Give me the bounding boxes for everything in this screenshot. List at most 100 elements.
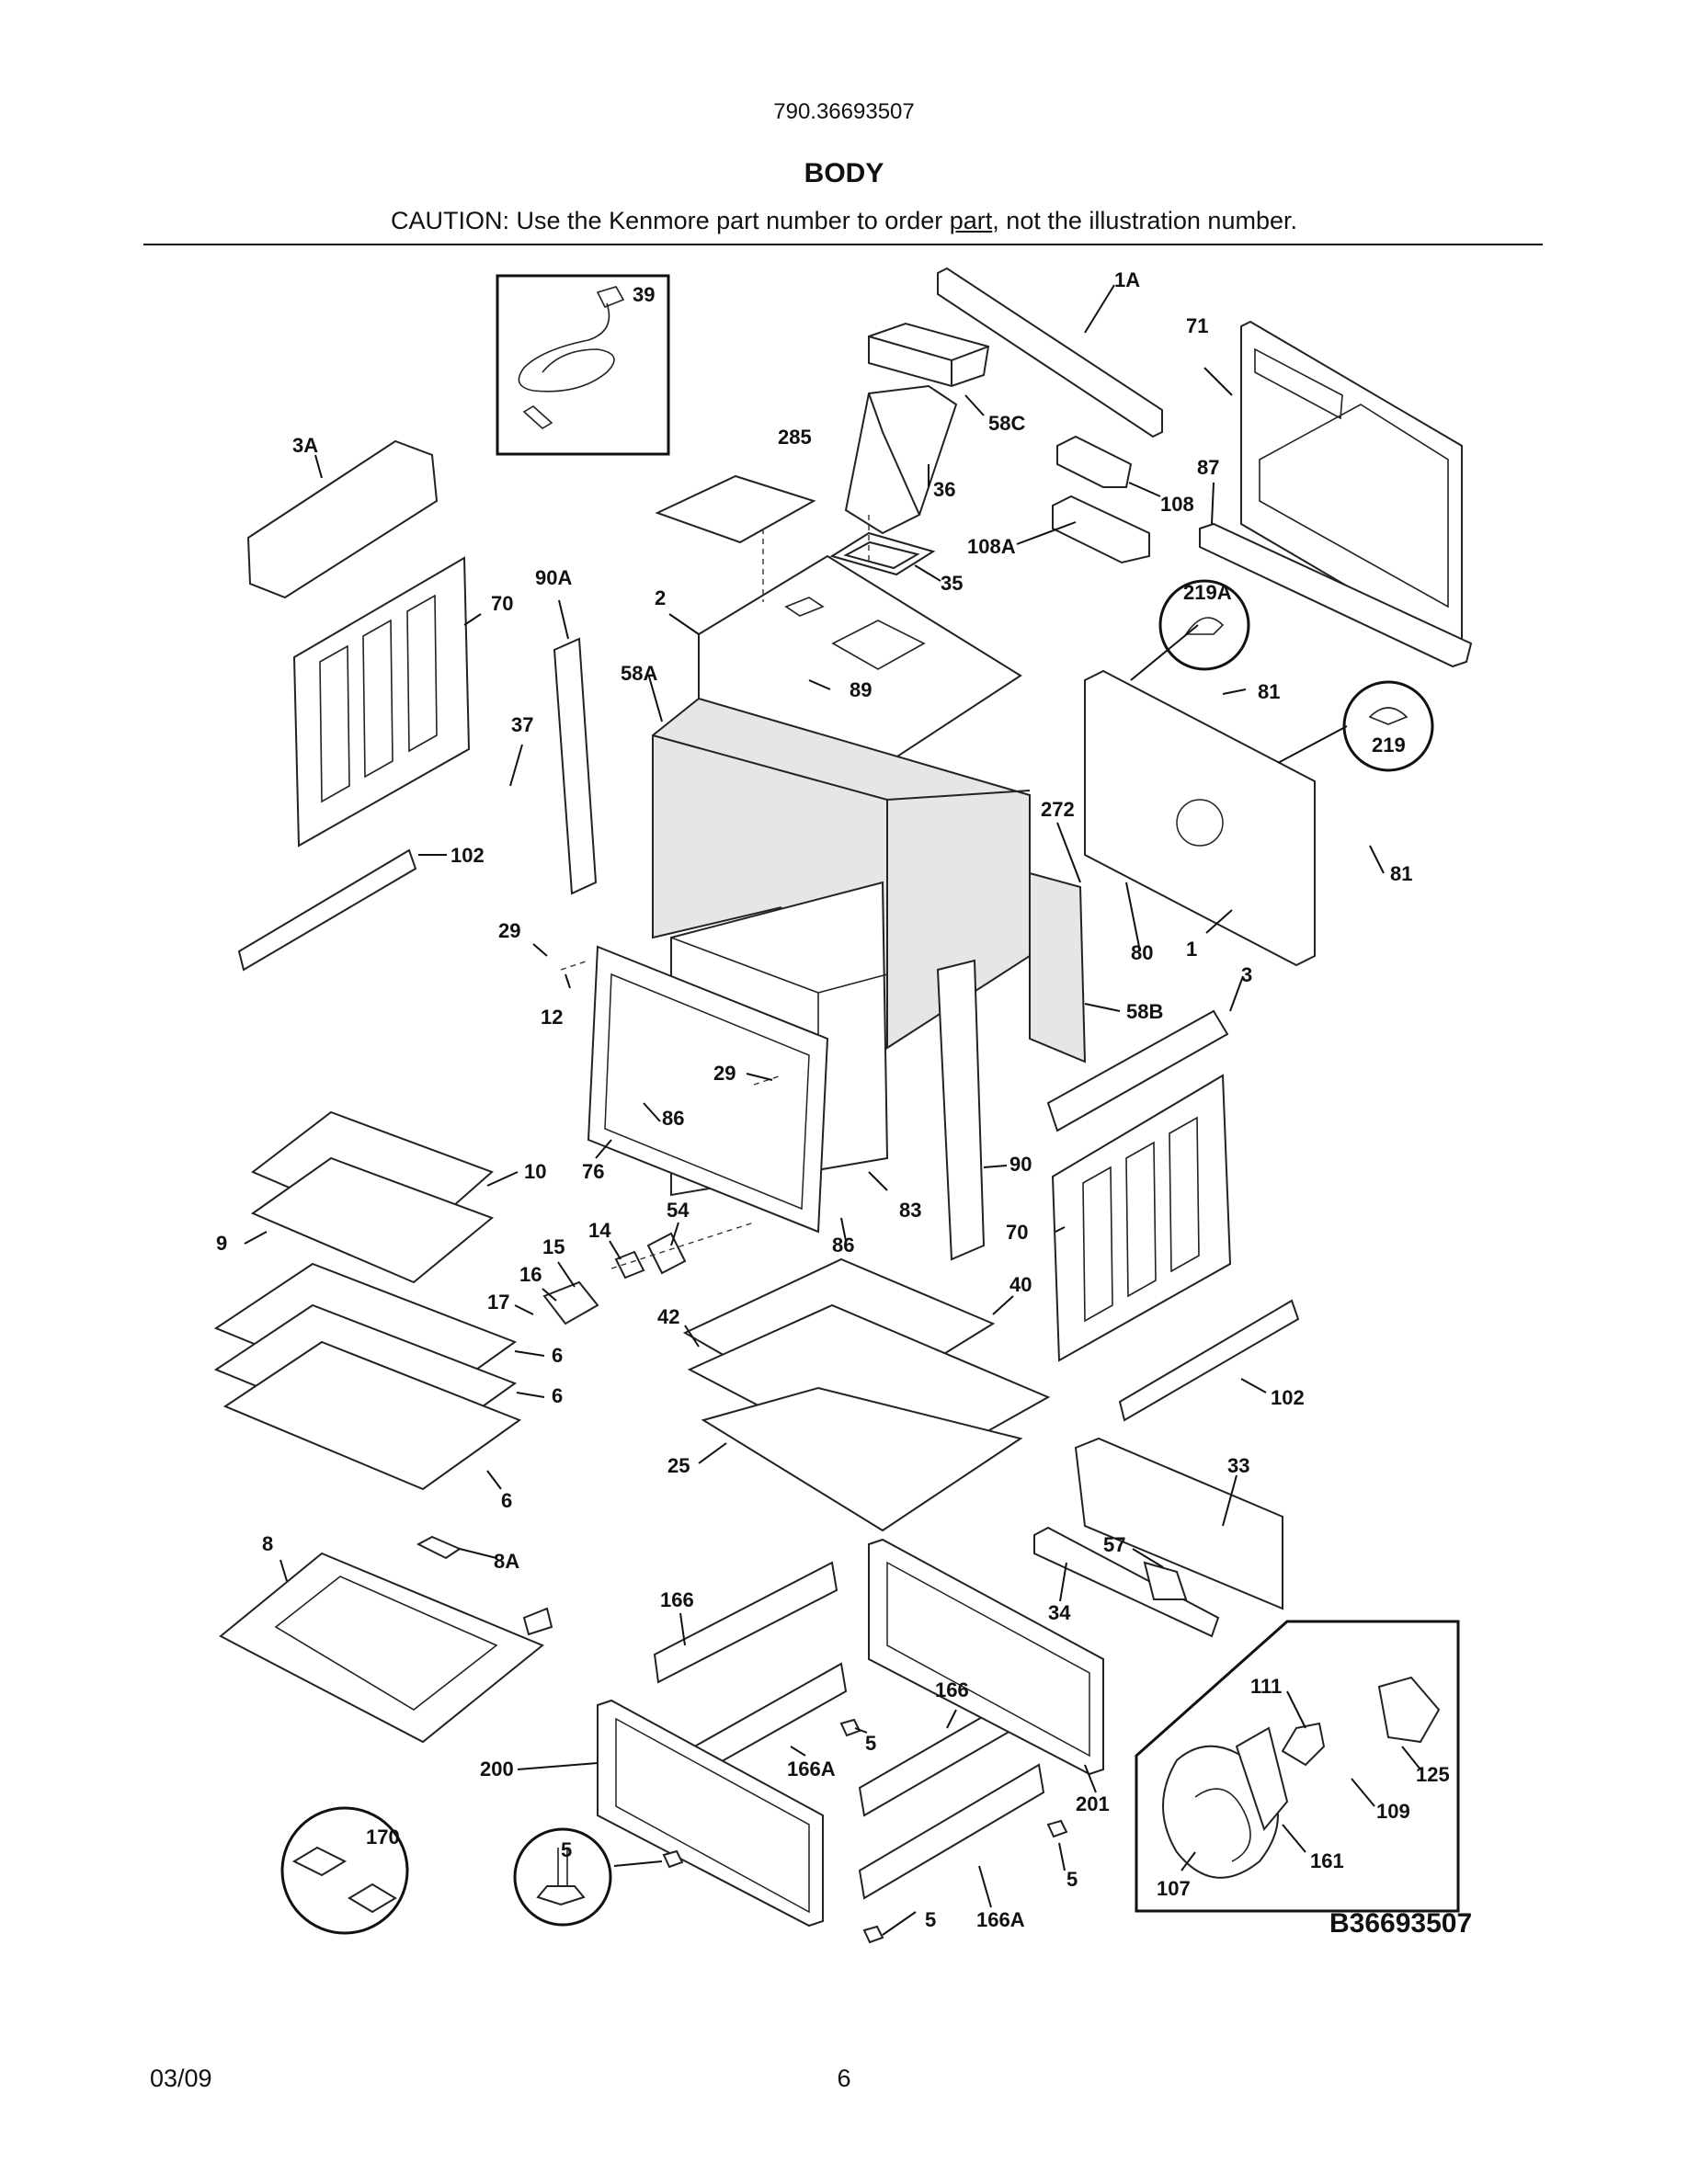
part-87-bracket bbox=[1199, 522, 1473, 668]
inset-5-leveling-leg bbox=[513, 1827, 612, 1927]
callout-3A: 3A bbox=[292, 434, 318, 457]
assembly-guide-lines bbox=[560, 515, 870, 1269]
footer-date: 03/09 bbox=[150, 2065, 212, 2092]
inset-219A-thermostat bbox=[1158, 579, 1250, 671]
part-25-cover bbox=[701, 1386, 1023, 1532]
callout-29-lower: 29 bbox=[713, 1062, 736, 1085]
part-8-drawer-pan bbox=[219, 1552, 544, 1744]
callout-108: 108 bbox=[1160, 493, 1194, 516]
callout-90A: 90A bbox=[535, 566, 572, 589]
callout-6-middle: 6 bbox=[552, 1384, 563, 1407]
callout-107: 107 bbox=[1157, 1877, 1191, 1900]
callout-87: 87 bbox=[1197, 456, 1219, 479]
part-70-side-panel-right bbox=[1051, 1074, 1232, 1362]
callout-6-bottom: 6 bbox=[501, 1489, 512, 1512]
caution-underlined-word: part bbox=[949, 207, 993, 234]
callout-6-top: 6 bbox=[552, 1344, 563, 1367]
callout-58A: 58A bbox=[621, 662, 657, 685]
callout-1: 1 bbox=[1186, 938, 1197, 961]
inset-39-power-cord bbox=[496, 274, 670, 456]
model-number: 790.36693507 bbox=[773, 99, 915, 124]
section-title: BODY bbox=[804, 158, 884, 188]
part-9-broil-pan bbox=[250, 1156, 494, 1284]
callout-16: 16 bbox=[519, 1263, 542, 1286]
part-166A-drawer-rail-right bbox=[858, 1763, 1045, 1900]
part-102-rail-left bbox=[237, 848, 417, 972]
callout-8: 8 bbox=[262, 1532, 273, 1555]
callout-71: 71 bbox=[1186, 314, 1208, 337]
callout-76: 76 bbox=[582, 1160, 604, 1183]
callout-25: 25 bbox=[667, 1454, 690, 1477]
callout-5-inset: 5 bbox=[561, 1838, 572, 1861]
callout-108A: 108A bbox=[967, 535, 1016, 558]
part-58C-insulation-block bbox=[868, 322, 990, 388]
inset-convection-fan-assembly bbox=[1135, 1620, 1460, 1913]
callout-40: 40 bbox=[1009, 1273, 1032, 1296]
callout-5-upper: 5 bbox=[865, 1732, 876, 1755]
callout-70-right: 70 bbox=[1006, 1221, 1028, 1244]
part-36-flue-duct bbox=[844, 384, 958, 535]
part-5-leveling-legs bbox=[662, 1718, 1068, 1944]
callout-9: 9 bbox=[216, 1232, 227, 1255]
part-35-gasket bbox=[829, 531, 936, 576]
part-54-light-housing bbox=[646, 1232, 687, 1275]
callout-leaders bbox=[244, 284, 1421, 1936]
callout-219A: 219A bbox=[1183, 581, 1232, 604]
part-33-back-bracket bbox=[1074, 1437, 1283, 1610]
callout-219: 219 bbox=[1372, 734, 1406, 756]
callout-200: 200 bbox=[480, 1757, 514, 1780]
callout-29-upper: 29 bbox=[498, 919, 520, 942]
callout-33: 33 bbox=[1227, 1454, 1249, 1477]
part-166-drawer-rail-left bbox=[653, 1561, 838, 1684]
callout-3: 3 bbox=[1241, 963, 1252, 986]
callout-111: 111 bbox=[1250, 1675, 1282, 1698]
callout-109: 109 bbox=[1376, 1800, 1410, 1823]
callout-5-right: 5 bbox=[1066, 1868, 1078, 1891]
callout-57: 57 bbox=[1103, 1533, 1125, 1556]
callout-8A: 8A bbox=[494, 1550, 519, 1573]
callout-102-left: 102 bbox=[451, 844, 485, 867]
callout-58C: 58C bbox=[988, 412, 1025, 435]
callout-166-right: 166 bbox=[935, 1678, 969, 1701]
part-108A-bracket bbox=[1052, 495, 1150, 564]
part-34-kick-bracket bbox=[1033, 1526, 1220, 1638]
part-108-fan-motor bbox=[1056, 435, 1133, 488]
callout-201: 201 bbox=[1076, 1792, 1110, 1815]
part-14-light-socket bbox=[614, 1250, 645, 1280]
caution-text-end: , not the illustration number. bbox=[992, 207, 1297, 234]
callout-42: 42 bbox=[657, 1305, 679, 1328]
callout-125: 125 bbox=[1416, 1763, 1450, 1786]
callout-54: 54 bbox=[667, 1199, 690, 1222]
part-2-cooktop-support bbox=[698, 554, 1022, 774]
part-58B-side-insulation bbox=[1029, 871, 1087, 1064]
inset-219-thermostat bbox=[1342, 680, 1434, 772]
callout-285: 285 bbox=[778, 426, 812, 449]
callout-89: 89 bbox=[850, 678, 872, 701]
callout-170: 170 bbox=[366, 1826, 400, 1848]
callout-2: 2 bbox=[655, 586, 666, 609]
caution-text-start: CAUTION: Use the Kenmore part number to … bbox=[391, 207, 950, 234]
callout-17: 17 bbox=[487, 1291, 509, 1314]
part-70-side-panel-left bbox=[292, 556, 471, 847]
callout-81-lower: 81 bbox=[1390, 862, 1412, 885]
callout-58B: 58B bbox=[1126, 1000, 1163, 1023]
callout-86-lower: 86 bbox=[832, 1234, 854, 1257]
callout-70-left: 70 bbox=[491, 592, 513, 615]
callout-272: 272 bbox=[1041, 798, 1075, 821]
callout-81-upper: 81 bbox=[1258, 680, 1280, 703]
callout-36: 36 bbox=[933, 478, 955, 501]
callout-labels: 39 1A 71 3A 285 58C 36 108 87 108A 35 70… bbox=[216, 268, 1450, 1931]
callout-37: 37 bbox=[511, 713, 533, 736]
callout-14: 14 bbox=[588, 1219, 611, 1242]
callout-15: 15 bbox=[542, 1235, 565, 1258]
callout-39: 39 bbox=[633, 283, 655, 306]
part-57-bracket bbox=[1143, 1561, 1188, 1600]
part-161-fan-shroud bbox=[1235, 1726, 1289, 1832]
callout-102-right: 102 bbox=[1271, 1386, 1305, 1409]
callout-12: 12 bbox=[541, 1006, 563, 1029]
part-90-front-strip bbox=[936, 959, 986, 1261]
callout-80: 80 bbox=[1131, 941, 1153, 964]
callout-161: 161 bbox=[1310, 1849, 1344, 1872]
footer-page-number: 6 bbox=[837, 2065, 851, 2092]
callout-166A-right: 166A bbox=[976, 1908, 1025, 1931]
